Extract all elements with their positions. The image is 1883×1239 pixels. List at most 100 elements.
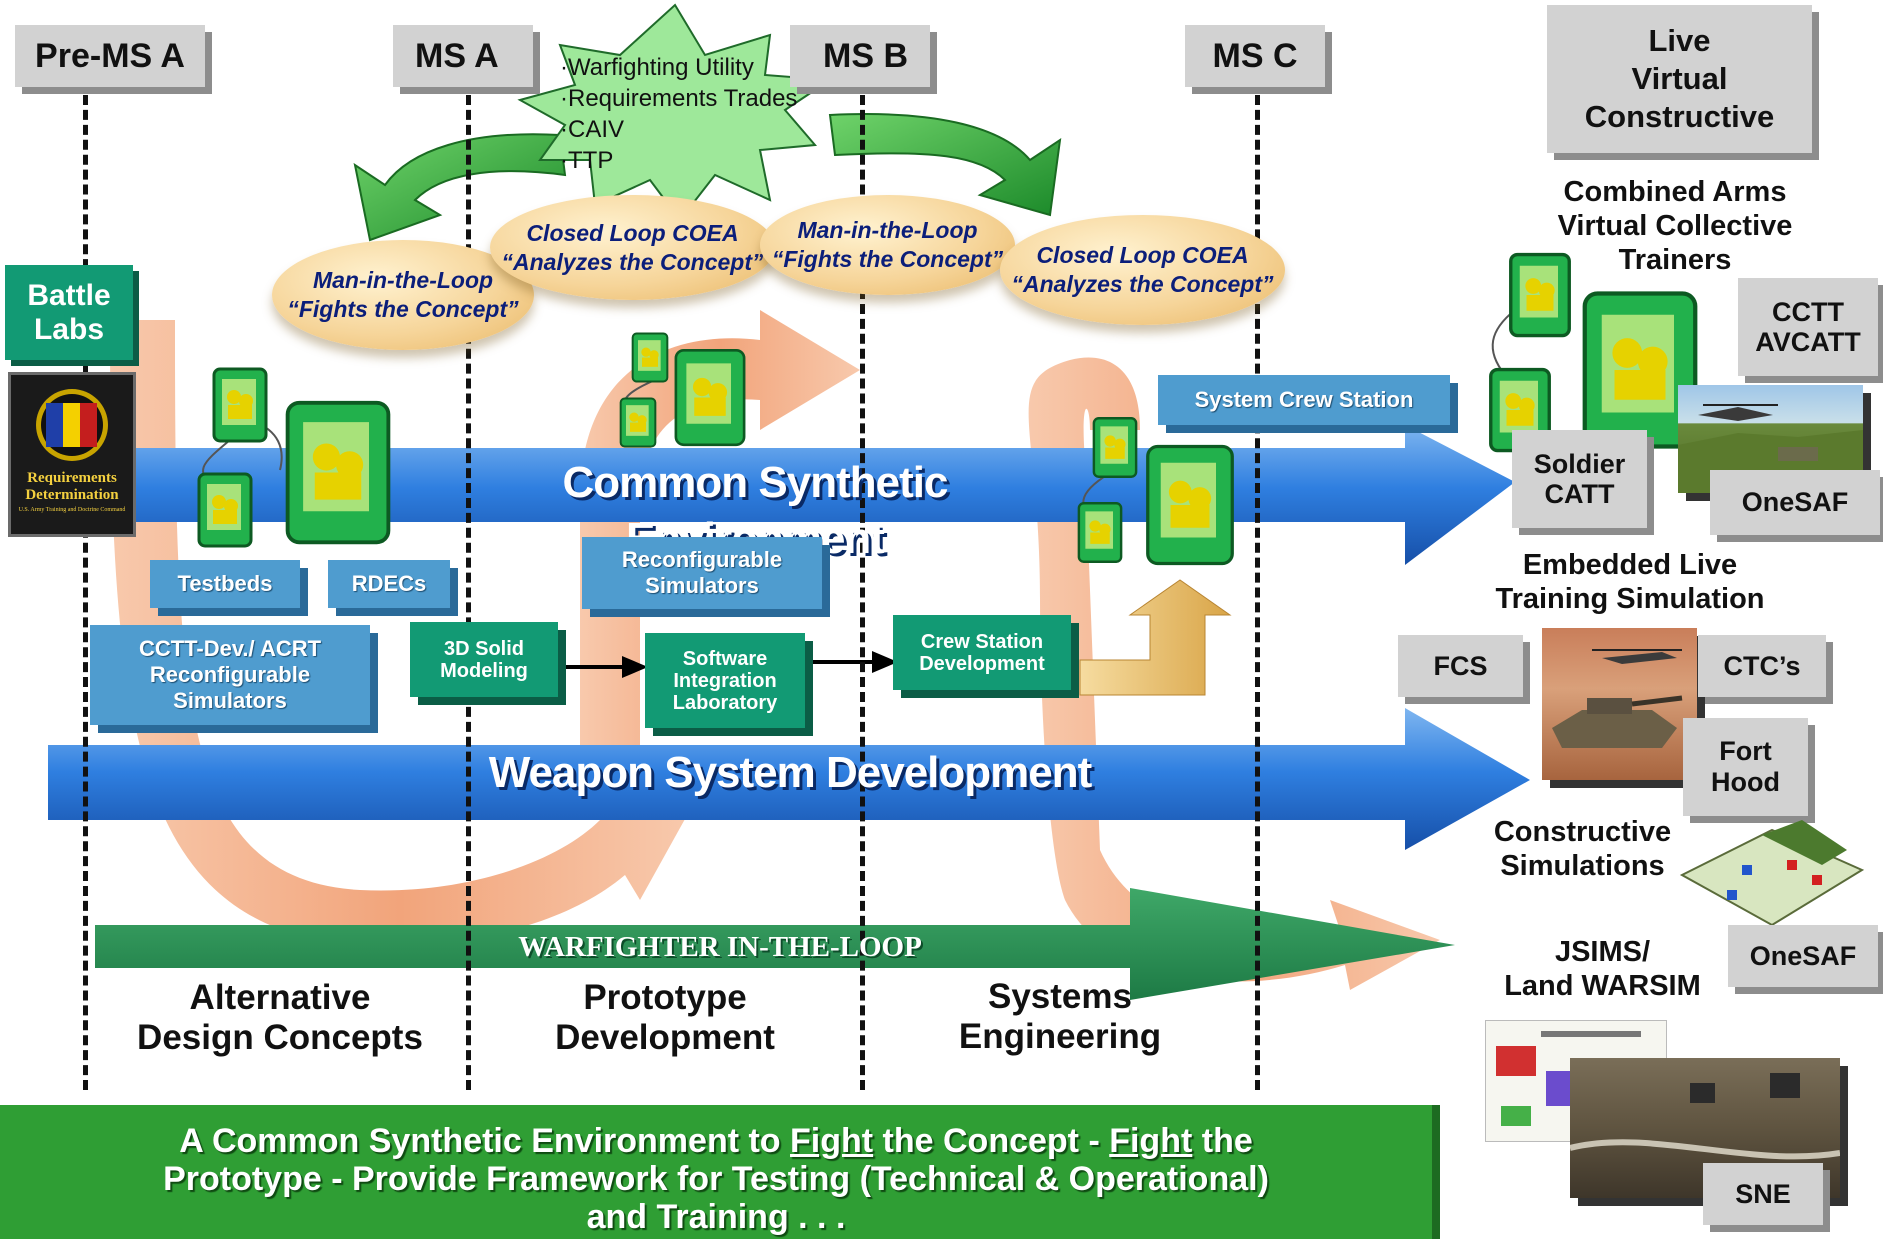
starburst-item: ·Requirements Trades [560,85,798,112]
label-line: CATT [1544,479,1615,509]
box-label: Crew Station [920,630,1044,653]
ctcs-box: CTC’s [1698,635,1826,697]
cavct-label: Combined Arms Virtual Collective Trainer… [1525,175,1825,277]
milestone-line-ms-b [860,95,865,1090]
oval-line: Closed Loop COEA [1036,242,1249,268]
box-label: Development [919,652,1045,675]
simulator-icon-large [674,348,746,447]
label-line: SNE [1735,1178,1791,1209]
summary-banner: A Common Synthetic Environment to Fight … [0,1105,1432,1239]
banner-text: A Common Synthetic Environment to [179,1122,791,1160]
box-label: CCTT-Dev./ ACRT [138,636,322,661]
box-label: Software [682,647,768,670]
oval-line: “Fights the Concept” [771,246,1004,272]
label-line: CCTT [1772,297,1844,327]
box-label: System Crew Station [1194,387,1414,412]
oval-coea-concept-1: Closed Loop COEA “Analyzes the Concept” [490,195,775,300]
gold-up-arrow [1079,579,1232,696]
label-line: OneSAF [1749,940,1857,971]
lvc-box: Live Virtual Constructive [1547,5,1812,153]
jsims-label: JSIMS/ Land WARSIM [1480,935,1725,1003]
rdecs-box: RDECs [328,560,450,608]
milestone-label: MS B [823,36,908,75]
label-line: Embedded Live [1522,549,1738,581]
box-label: 3D Solid [443,637,524,660]
label-line: Trainers [1618,244,1732,276]
box-label: RDECs [351,571,427,596]
box-label: Integration [673,669,777,692]
battle-labs-box: Battle Labs [5,265,133,360]
label-line: Virtual Collective [1557,210,1793,242]
banner-line-3: and Training . . . [586,1198,846,1236]
cctt-dev-box: CCTT-Dev./ ACRT Reconfigurable Simulator… [90,625,370,725]
logo-text: Requirements [27,470,117,486]
oval-mitl-concept-2: Man-in-the-Loop “Fights the Concept” [760,195,1015,295]
label-line: Land WARSIM [1504,970,1701,1002]
milestone-label: MS C [1212,36,1298,75]
testbeds-box: Testbeds [150,560,300,608]
logo-small-text: U.S. Army Training and Doctrine Command [18,507,126,513]
box-label: Simulators [645,573,759,598]
elts-label: Embedded Live Training Simulation [1460,548,1800,616]
milestone-line-ms-c [1255,95,1260,1090]
milestone-ms-a: MS A [393,25,533,87]
cctt-avcatt-box: CCTT AVCATT [1738,278,1878,376]
orange-loop-1 [110,320,690,946]
phase-line: Prototype [583,978,747,1017]
phase-line: Systems [988,977,1132,1016]
oval-line: “Analyzes the Concept” [1011,271,1274,297]
box-label: Reconfigurable [621,547,783,572]
landscape-icon [1569,1073,1841,1160]
onesaf-box-1: OneSAF [1710,470,1880,535]
simulator-icon [1092,417,1138,478]
simulator-icon [619,397,657,448]
label-line: Training Simulation [1495,583,1765,615]
box-label: Modeling [440,659,528,682]
simulator-icon [631,332,669,383]
box-label: Simulators [173,688,287,713]
wsd-label: Weapon System Development [488,748,1093,797]
starburst-item: ·Warfighting Utility [560,54,754,81]
label-line: OneSAF [1741,487,1849,517]
battle-labs-title: Labs [33,312,105,346]
phase-alternative-design: Alternative Design Concepts [110,978,450,1058]
label-line: Hood [1711,767,1780,797]
milestone-label: Pre-MS A [35,36,185,75]
curved-arrow-left [353,133,567,242]
label-line: Soldier [1533,449,1626,479]
wsd-arrow [48,708,1530,850]
logo-text: Determination [25,487,119,503]
oval-line: Closed Loop COEA [526,219,739,246]
orange-loop-3 [1028,357,1440,991]
lvc-constructive: Constructive [1584,99,1775,134]
live-training-image [1542,628,1697,780]
simulator-icon [197,472,253,548]
banner-line-2: Prototype - Provide Framework for Testin… [163,1160,1269,1198]
reconfig-sim-box: Reconfigurable Simulators [582,537,822,609]
banner-text: the Concept - [873,1122,1110,1160]
flow-arrow-2 [810,651,898,673]
soldier-catt-box: Soldier CATT [1512,430,1647,528]
milestone-ms-c: MS C [1185,25,1325,87]
crew-station-dev-box: Crew Station Development [893,615,1071,690]
simulator-icon-large [1146,444,1234,566]
witl-label: WARFIGHTER IN-THE-LOOP [518,931,922,963]
phase-line: Development [555,1018,775,1057]
flow-arrow-1 [555,656,648,678]
label-line: Simulations [1500,850,1665,882]
curved-arrow-right [828,113,1062,217]
milestone-label: MS A [415,36,499,75]
label-line: FCS [1433,650,1488,681]
label-line: AVCATT [1755,327,1861,357]
banner-text-underlined: Fight [1109,1122,1193,1160]
box-label: Reconfigurable [149,662,311,687]
phase-line: Engineering [958,1017,1162,1056]
phase-prototype-development: Prototype Development [535,978,795,1058]
milestone-line-pre-ms-a [83,95,88,1090]
lvc-live: Live [1648,23,1711,58]
tradoc-logo: Requirements Determination U.S. Army Tra… [8,372,136,537]
oval-line: “Analyzes the Concept” [501,248,764,275]
oval-line: “Fights the Concept” [287,296,519,322]
simulator-icon-large [1582,291,1698,449]
banner-text: the [1192,1122,1253,1160]
